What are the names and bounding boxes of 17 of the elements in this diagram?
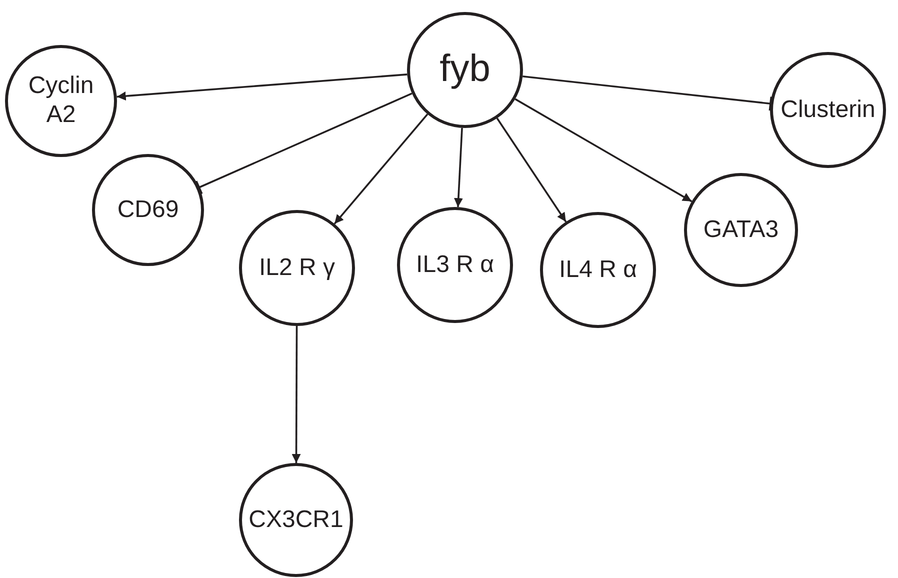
gene-name: fyb <box>438 47 492 92</box>
arrow <box>496 118 567 222</box>
gene-name: IL4 R α <box>558 256 638 284</box>
arrow <box>292 326 301 463</box>
gene-name: CD69 <box>116 196 180 224</box>
inhibition-line <box>522 75 772 112</box>
arrow <box>514 98 692 202</box>
arrow <box>334 114 428 224</box>
gene-name: Cyclin A2 <box>27 72 95 130</box>
gene-name: IL2 R γ <box>258 254 336 282</box>
gene-name: GATA3 <box>702 216 780 244</box>
gene-name: Clusterin <box>780 96 876 124</box>
arrow <box>454 128 463 208</box>
gene-name: CX3CR1 <box>248 506 344 534</box>
inhibition-line <box>196 92 412 195</box>
arrow <box>116 74 408 101</box>
gene-name: IL3 R α <box>415 250 495 280</box>
